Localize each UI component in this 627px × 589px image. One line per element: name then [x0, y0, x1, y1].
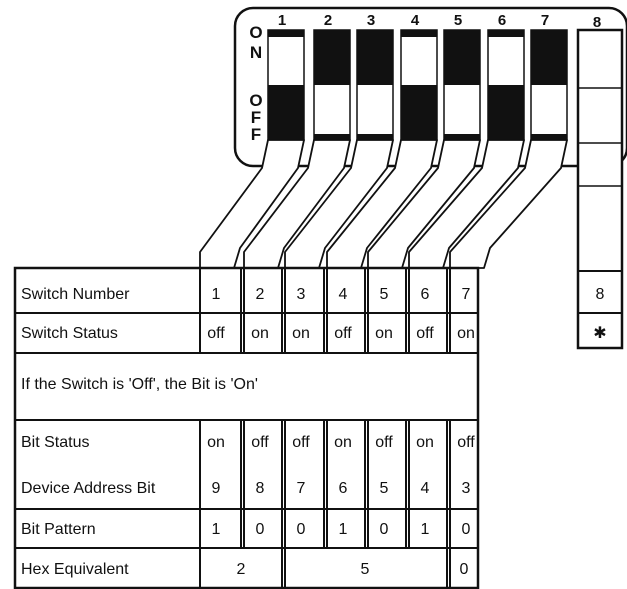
table-cell: 6: [339, 480, 348, 497]
hex-value: 5: [361, 561, 370, 578]
table-cell: 6: [421, 286, 430, 303]
table-cell: on: [457, 325, 475, 342]
table-cell: 1: [212, 521, 221, 538]
hex-value: 0: [460, 561, 469, 578]
switch-bottom-bar: [531, 134, 567, 140]
switch-top-bar: [268, 30, 304, 37]
switch-top-bar: [401, 30, 437, 37]
row-label-switch-number: Switch Number: [21, 286, 130, 303]
table-cell: 0: [297, 521, 306, 538]
table-cell: 7: [462, 286, 471, 303]
table-cell: 3: [297, 286, 306, 303]
switch-number: 1: [278, 12, 286, 29]
table-cell: 0: [256, 521, 265, 538]
table-grid: [15, 268, 478, 588]
table-cell: off: [207, 325, 225, 342]
table-cells: 1 2 3 4 5 6 7 off on on off on off on on off off on off on o…: [207, 286, 475, 578]
switch-slider-off: [268, 85, 304, 140]
table-cell: on: [375, 325, 393, 342]
switch-slider-on: [444, 37, 480, 85]
switch-number: 2: [324, 12, 332, 29]
off-label: OFF: [249, 91, 262, 144]
table-cell: off: [416, 325, 434, 342]
table-cell: off: [251, 434, 269, 451]
switch-8-number: 8: [596, 286, 605, 303]
switch-top-bar: [444, 30, 480, 37]
switch-number-labels: 1 2 3 4 5 6 7: [278, 12, 549, 29]
table-cell: on: [416, 434, 434, 451]
table-cell: 9: [212, 480, 221, 497]
table-cell: 2: [256, 286, 265, 303]
connector-ribbon: [449, 139, 568, 269]
switch-bottom-bar: [357, 134, 393, 140]
on-letter: N: [250, 43, 262, 62]
row-label-bit-pattern: Bit Pattern: [21, 521, 96, 538]
switch-slider-off: [401, 85, 437, 140]
table-cell: on: [251, 325, 269, 342]
table-cell: 7: [297, 480, 306, 497]
switch-sliders: [267, 29, 568, 141]
table-cell: 0: [380, 521, 389, 538]
table-cell: 1: [212, 286, 221, 303]
switch-top-bar: [488, 30, 524, 37]
table-cell: off: [292, 434, 310, 451]
off-letter: O: [249, 91, 262, 110]
row-label-switch-status: Switch Status: [21, 325, 118, 342]
switch-top-bar: [314, 30, 350, 37]
switch-8-top-number: 8: [593, 14, 601, 31]
switch-number: 5: [454, 12, 462, 29]
table-cell: 1: [339, 521, 348, 538]
table-cell: off: [334, 325, 352, 342]
switch-bottom-bar: [401, 134, 437, 140]
table-cell: 0: [462, 521, 471, 538]
table-cell: on: [292, 325, 310, 342]
switch-8-column: 8 8 ✱: [576, 14, 624, 350]
on-letter: O: [249, 23, 262, 42]
row-label-hex-equivalent: Hex Equivalent: [21, 561, 129, 578]
row-label-device-address-bit: Device Address Bit: [21, 480, 156, 497]
off-letter: F: [251, 125, 261, 144]
table-cell: 3: [462, 480, 471, 497]
table-cell: off: [457, 434, 475, 451]
switch-8-status: ✱: [593, 325, 606, 342]
table-note: If the Switch is 'Off', the Bit is 'On': [21, 376, 258, 393]
table-cell: 5: [380, 286, 389, 303]
switch-bottom-bar: [268, 134, 304, 140]
switch-bottom-bar: [314, 134, 350, 140]
switch-slider-off: [488, 85, 524, 140]
switch-number: 7: [541, 12, 549, 29]
table-cell: on: [207, 434, 225, 451]
table-cell: 5: [380, 480, 389, 497]
switch-slider-on: [357, 37, 393, 85]
switch-number: 3: [367, 12, 375, 29]
switch-top-bar: [531, 30, 567, 37]
on-label: ON: [249, 23, 262, 62]
table-cell: 8: [256, 480, 265, 497]
table-frame: [13, 266, 480, 589]
off-letter: F: [251, 108, 261, 127]
table-cell: 4: [421, 480, 430, 497]
table-cell: 1: [421, 521, 430, 538]
connector-ribbons: [199, 139, 568, 269]
row-label-bit-status: Bit Status: [21, 434, 89, 451]
switch-number: 6: [498, 12, 506, 29]
switch-bottom-bar: [488, 134, 524, 140]
table-cell: on: [334, 434, 352, 451]
switch-table: Switch Number Switch Status If the Switc…: [13, 266, 480, 589]
switch-top-bar: [357, 30, 393, 37]
switch-slider-on: [314, 37, 350, 85]
switch-bottom-bar: [444, 134, 480, 140]
switch-slider-on: [531, 37, 567, 85]
switch-number: 4: [411, 12, 420, 29]
table-cell: off: [375, 434, 393, 451]
hex-value: 2: [237, 561, 246, 578]
table-cell: 4: [339, 286, 348, 303]
